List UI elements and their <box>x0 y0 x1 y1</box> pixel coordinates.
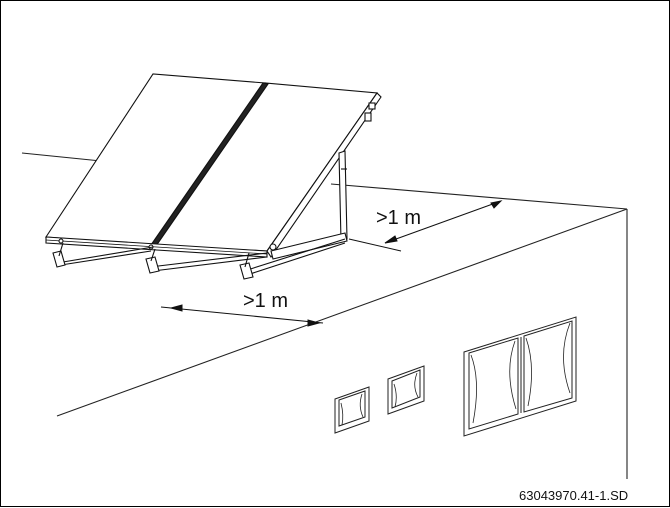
building-outline <box>21 152 628 479</box>
window-small-right <box>387 365 425 415</box>
window-large-double <box>463 316 577 437</box>
reference-code: 63043970.41-1.SD <box>519 488 628 503</box>
roof-back-edge <box>330 183 628 210</box>
solar-collectors <box>45 73 382 258</box>
window-small-left <box>334 386 370 434</box>
dimension-front-edge <box>160 304 324 327</box>
roof-front-edge <box>56 208 628 417</box>
dimension-label-front-edge: >1 m <box>243 290 288 312</box>
mounting-frame <box>52 150 348 280</box>
dimension-roof-edge <box>348 200 503 252</box>
dimension-label-roof-edge: >1 m <box>376 207 421 229</box>
